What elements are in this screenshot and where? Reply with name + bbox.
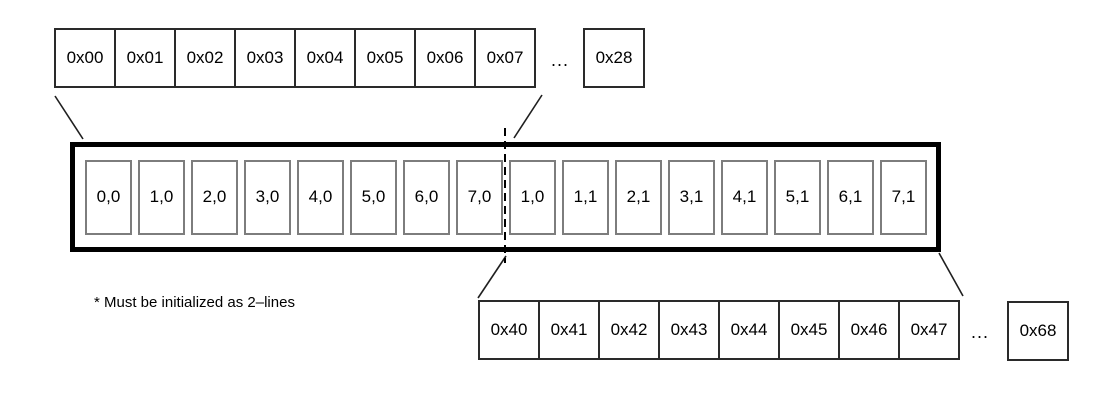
bottom-address-row: 0x40 0x41 0x42 0x43 0x44 0x45 0x46 0x47 — [478, 300, 960, 360]
connector-bottom-left-line — [477, 255, 507, 299]
cache-cell: 0,0 — [85, 159, 132, 235]
cache-cell: 5,1 — [774, 159, 821, 235]
connector-bottom-right-line — [938, 252, 964, 297]
cache-cell: 3,0 — [244, 159, 291, 235]
address-cell: 0x45 — [778, 300, 840, 360]
address-cell: 0x47 — [898, 300, 960, 360]
bottom-row-ellipsis: ... — [970, 322, 989, 342]
address-cell: 0x04 — [294, 28, 356, 88]
cache-cell: 6,1 — [827, 159, 874, 235]
top-row-ellipsis: ... — [550, 50, 569, 70]
cache-cell: 2,1 — [615, 159, 662, 235]
connector-top-left-line — [54, 95, 84, 140]
address-cell: 0x46 — [838, 300, 900, 360]
address-cell: 0x44 — [718, 300, 780, 360]
address-cell: 0x05 — [354, 28, 416, 88]
cache-cell: 4,0 — [297, 159, 344, 235]
cache-cell: 7,1 — [880, 159, 927, 235]
address-cell: 0x00 — [54, 28, 116, 88]
cache-cell: 5,0 — [350, 159, 397, 235]
footnote: * Must be initialized as 2–lines — [94, 294, 295, 311]
address-cell: 0x42 — [598, 300, 660, 360]
address-cell: 0x43 — [658, 300, 720, 360]
cache-buffer-box: 0,0 1,0 2,0 3,0 4,0 5,0 6,0 7,0 1,0 1,1 … — [70, 142, 941, 252]
address-cell: 0x01 — [114, 28, 176, 88]
address-cell: 0x07 — [474, 28, 536, 88]
cache-cell: 4,1 — [721, 159, 768, 235]
address-cell-tail: 0x28 — [583, 28, 645, 88]
address-cell: 0x40 — [478, 300, 540, 360]
cache-cell: 7,0 — [456, 159, 503, 235]
cache-cell: 1,0 — [138, 159, 185, 235]
top-address-row: 0x00 0x01 0x02 0x03 0x04 0x05 0x06 0x07 — [54, 28, 536, 88]
connector-top-right-line — [513, 94, 543, 139]
address-cell: 0x03 — [234, 28, 296, 88]
cache-cell: 1,0 — [509, 159, 556, 235]
address-cell: 0x02 — [174, 28, 236, 88]
cache-cell: 2,0 — [191, 159, 238, 235]
address-cell-tail: 0x68 — [1007, 301, 1069, 361]
cache-cell: 3,1 — [668, 159, 715, 235]
cache-cell: 6,0 — [403, 159, 450, 235]
address-cell: 0x41 — [538, 300, 600, 360]
address-cell: 0x06 — [414, 28, 476, 88]
cache-cell: 1,1 — [562, 159, 609, 235]
